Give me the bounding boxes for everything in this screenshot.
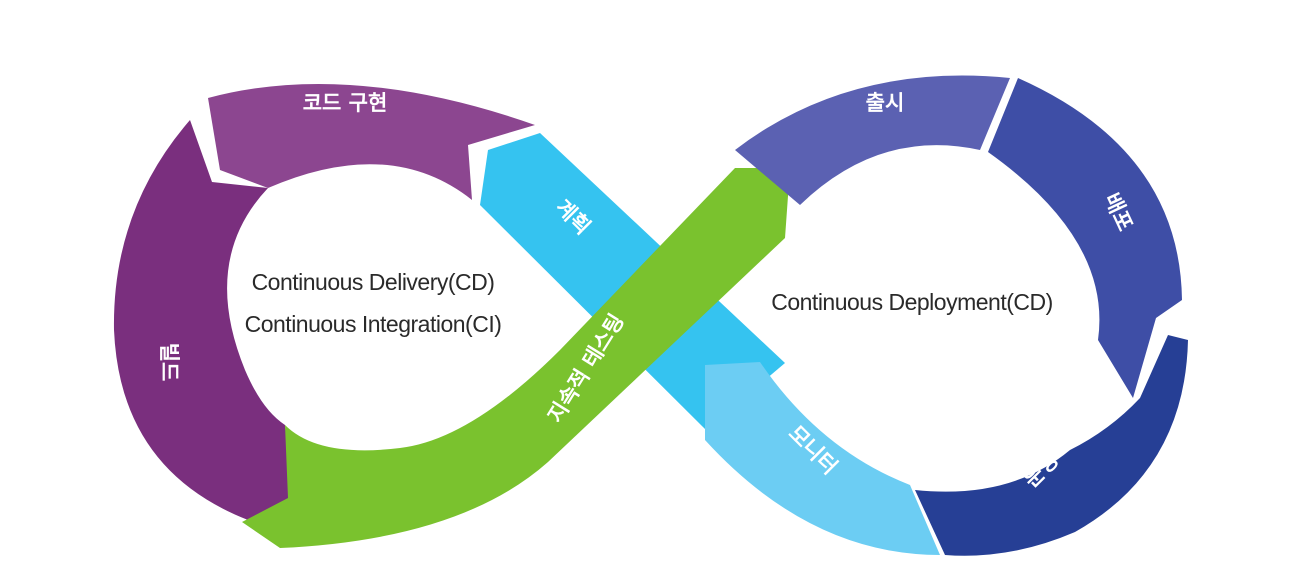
right-loop-text: Continuous Deployment(CD) (771, 289, 1053, 315)
release-segment (735, 75, 1010, 206)
code-label: 코드 구현 (303, 91, 388, 115)
left-loop-line2: Continuous Integration(CI) (245, 311, 502, 337)
code-segment (208, 83, 535, 200)
build-label: 빌드 (157, 343, 181, 382)
test-segment (242, 168, 790, 548)
release-label: 출시 (866, 91, 905, 115)
build-segment (113, 120, 292, 520)
deploy-segment (988, 78, 1182, 398)
monitor-segment (705, 362, 940, 555)
operate-segment (915, 335, 1188, 556)
left-loop-line1: Continuous Delivery(CD) (252, 269, 495, 295)
